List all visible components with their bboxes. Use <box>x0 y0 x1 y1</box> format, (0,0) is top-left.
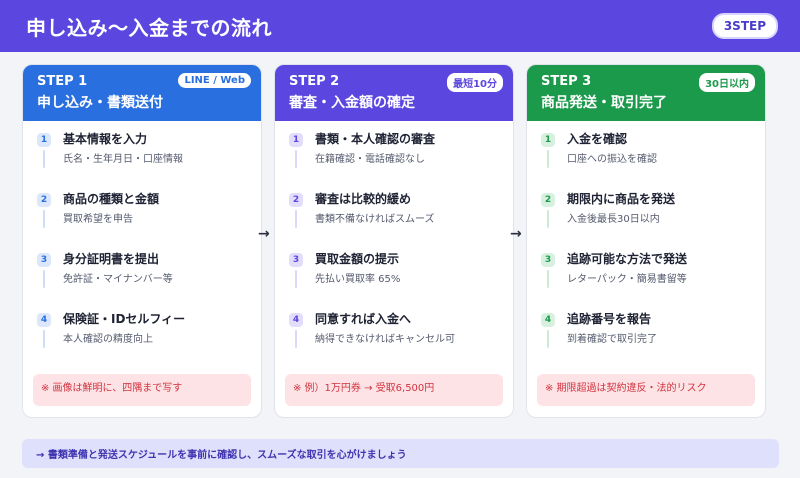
item-subtitle: 買取希望を申告 <box>63 214 133 225</box>
item-number: 1 <box>37 133 51 147</box>
step-card-header: STEP 1 申し込み・書類送付 LINE / Web <box>23 65 261 121</box>
list-item: 1 入金を確認 口座への振込を確認 <box>541 131 753 191</box>
list-item: 1 基本情報を入力 氏名・生年月日・口座情報 <box>37 131 249 191</box>
step-card-1: STEP 1 申し込み・書類送付 LINE / Web 1 基本情報を入力 氏名… <box>22 64 262 418</box>
step-card-header: STEP 2 審査・入金額の確定 最短10分 <box>275 65 513 121</box>
list-item: 4 追跡番号を報告 到着確認で取引完了 <box>541 311 753 371</box>
step-tag: 30日以内 <box>699 73 755 92</box>
item-connector <box>43 270 45 288</box>
item-connector <box>295 330 297 348</box>
step-item-list: 1 入金を確認 口座への振込を確認 2 期限内に商品を発送 入金後最長30日以内… <box>527 121 765 371</box>
step-title: 審査・入金額の確定 <box>289 95 415 111</box>
step-title: 商品発送・取引完了 <box>541 95 667 111</box>
item-connector <box>547 270 549 288</box>
step-count-badge: 3STEP <box>711 13 778 39</box>
item-number: 2 <box>541 193 555 207</box>
item-number: 4 <box>37 313 51 327</box>
item-title: 追跡番号を報告 <box>567 312 652 326</box>
item-connector <box>547 150 549 168</box>
step-label: STEP 3 <box>541 74 592 89</box>
list-item: 2 商品の種類と金額 買取希望を申告 <box>37 191 249 251</box>
item-title: 同意すれば入金へ <box>315 312 412 326</box>
step-label: STEP 1 <box>37 74 88 89</box>
step-card-header: STEP 3 商品発送・取引完了 30日以内 <box>527 65 765 121</box>
item-subtitle: 免許証・マイナンバー等 <box>63 274 173 285</box>
step-note: ※ 例）1万円券 → 受取6,500円 <box>285 374 503 406</box>
item-title: 買取金額の提示 <box>315 252 400 266</box>
item-number: 1 <box>289 133 303 147</box>
item-title: 入金を確認 <box>567 132 628 146</box>
step-note: ※ 画像は鮮明に、四隅まで写す <box>33 374 251 406</box>
item-title: 追跡可能な方法で発送 <box>567 252 688 266</box>
item-title: 書類・本人確認の審査 <box>315 132 436 146</box>
step-tag: 最短10分 <box>447 73 503 92</box>
step-label: STEP 2 <box>289 74 340 89</box>
item-title: 期限内に商品を発送 <box>567 192 676 206</box>
list-item: 2 審査は比較的緩め 書類不備なければスムーズ <box>289 191 501 251</box>
item-title: 基本情報を入力 <box>63 132 148 146</box>
item-number: 3 <box>37 253 51 267</box>
step-card-3: STEP 3 商品発送・取引完了 30日以内 1 入金を確認 口座への振込を確認… <box>526 64 766 418</box>
item-connector <box>547 210 549 228</box>
item-number: 2 <box>37 193 51 207</box>
step-title: 申し込み・書類送付 <box>37 95 163 111</box>
list-item: 3 身分証明書を提出 免許証・マイナンバー等 <box>37 251 249 311</box>
item-connector <box>295 270 297 288</box>
step-note: ※ 期限超過は契約違反・法的リスク <box>537 374 755 406</box>
item-subtitle: 書類不備なければスムーズ <box>315 214 435 225</box>
item-connector <box>43 210 45 228</box>
arrow-right-icon: → <box>510 226 522 242</box>
item-connector <box>43 330 45 348</box>
item-number: 1 <box>541 133 555 147</box>
step-item-list: 1 書類・本人確認の審査 在籍確認・電話確認なし 2 審査は比較的緩め 書類不備… <box>275 121 513 371</box>
footer-tip: → 書類準備と発送スケジュールを事前に確認し、スムーズな取引を心がけましょう <box>22 439 779 468</box>
step-card-2: STEP 2 審査・入金額の確定 最短10分 1 書類・本人確認の審査 在籍確認… <box>274 64 514 418</box>
list-item: 3 追跡可能な方法で発送 レターパック・簡易書留等 <box>541 251 753 311</box>
item-subtitle: 氏名・生年月日・口座情報 <box>63 154 183 165</box>
arrow-right-icon: → <box>258 226 270 242</box>
item-connector <box>295 210 297 228</box>
list-item: 4 同意すれば入金へ 納得できなければキャンセル可 <box>289 311 501 371</box>
item-connector <box>547 330 549 348</box>
page-header: 申し込み〜入金までの流れ 3STEP <box>0 0 800 52</box>
item-subtitle: 本人確認の精度向上 <box>63 334 153 345</box>
item-connector <box>43 150 45 168</box>
list-item: 3 買取金額の提示 先払い買取率 65% <box>289 251 501 311</box>
item-subtitle: 在籍確認・電話確認なし <box>315 154 425 165</box>
item-number: 4 <box>541 313 555 327</box>
step-item-list: 1 基本情報を入力 氏名・生年月日・口座情報 2 商品の種類と金額 買取希望を申… <box>23 121 261 371</box>
item-subtitle: 到着確認で取引完了 <box>567 334 657 345</box>
item-subtitle: 口座への振込を確認 <box>567 154 657 165</box>
item-number: 2 <box>289 193 303 207</box>
page-title: 申し込み〜入金までの流れ <box>26 15 272 40</box>
item-number: 3 <box>289 253 303 267</box>
item-title: 審査は比較的緩め <box>315 192 412 206</box>
list-item: 1 書類・本人確認の審査 在籍確認・電話確認なし <box>289 131 501 191</box>
item-subtitle: 納得できなければキャンセル可 <box>315 334 455 345</box>
item-subtitle: レターパック・簡易書留等 <box>567 274 687 285</box>
item-number: 4 <box>289 313 303 327</box>
item-subtitle: 入金後最長30日以内 <box>567 214 660 225</box>
item-title: 保険証・IDセルフィー <box>63 312 186 326</box>
item-title: 身分証明書を提出 <box>63 252 160 266</box>
list-item: 4 保険証・IDセルフィー 本人確認の精度向上 <box>37 311 249 371</box>
list-item: 2 期限内に商品を発送 入金後最長30日以内 <box>541 191 753 251</box>
step-tag: LINE / Web <box>178 73 251 88</box>
item-title: 商品の種類と金額 <box>63 192 160 206</box>
item-number: 3 <box>541 253 555 267</box>
item-subtitle: 先払い買取率 65% <box>315 274 401 285</box>
item-connector <box>295 150 297 168</box>
